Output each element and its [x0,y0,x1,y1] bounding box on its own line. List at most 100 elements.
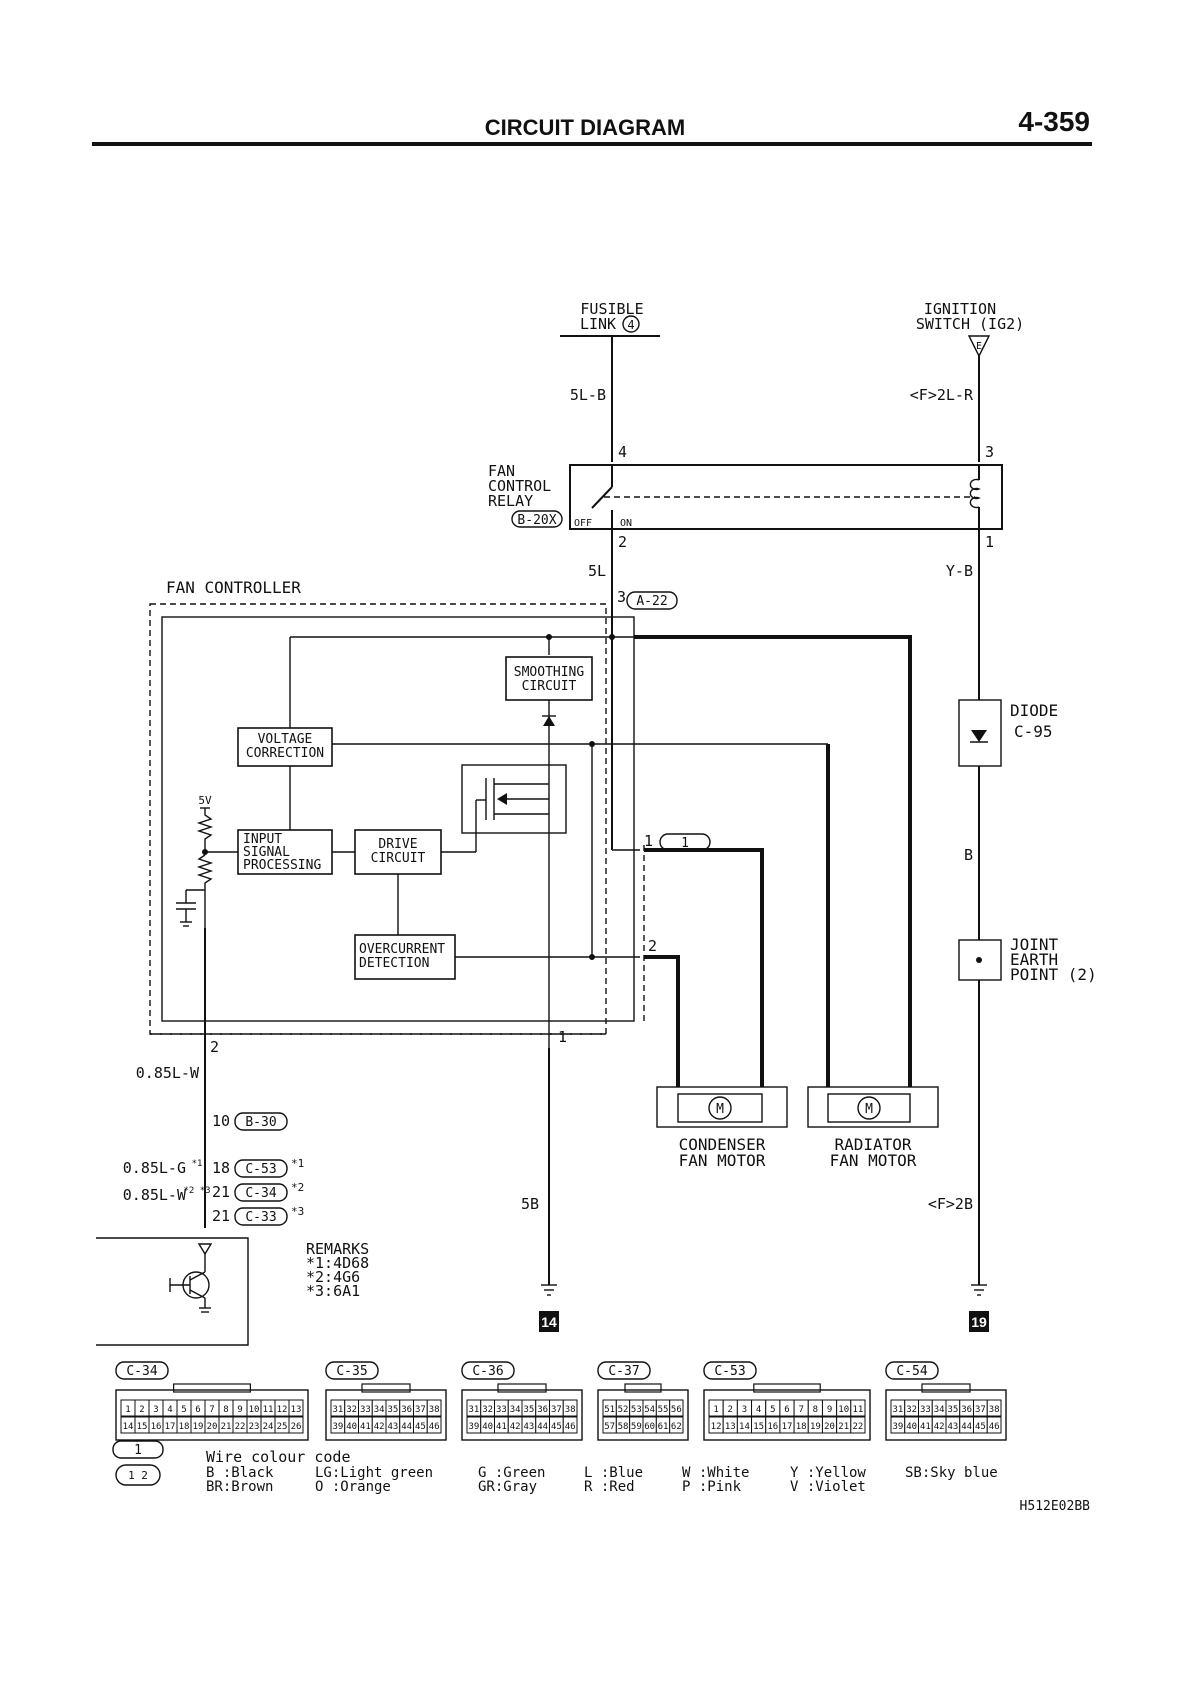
input-label-3: PROCESSING [243,858,321,873]
fusible-link-label-1: FUSIBLE [580,300,643,318]
ignition-terminal-icon [967,335,991,358]
connector-pin-number: 38 [429,1405,440,1415]
wire-colour-title: Wire colour code [206,1448,351,1466]
connector-view-latch [624,1383,662,1393]
joint-label-2: EARTH [1010,950,1058,969]
connector-pin-number: 6 [195,1405,200,1415]
connector-pin-cell [562,1399,578,1417]
remarks-title: REMARKS [306,1240,369,1258]
connector-pin-number: 42 [510,1422,521,1432]
connector-pin-number: 13 [725,1422,736,1432]
controller-connector: A-22 [636,594,667,609]
connector-pin-number: 37 [975,1405,986,1415]
connector-pin-number: 46 [565,1422,576,1432]
connector-pin-number: 22 [852,1422,863,1432]
connector-pin-number: 20 [207,1422,218,1432]
connector-pin-number: 12 [277,1405,288,1415]
connector-c33-badge [234,1207,288,1226]
wire-label-085l-w: 0.85L-W [136,1064,200,1082]
connector-pin-number: 36 [961,1405,972,1415]
connector-pin-number: 1 [125,1405,130,1415]
connector-pin-number: 4 [756,1405,761,1415]
connector-pin-number: 60 [644,1422,655,1432]
radiator-label-1: RADIATOR [834,1135,911,1154]
label-5v: 5V [198,794,212,807]
controller-pin-2: 2 [648,937,657,955]
wire-condenser-negative [644,955,680,1087]
connector-pin-number: 44 [401,1422,412,1432]
connector-pin-cell [850,1416,866,1434]
star-mark-1: *1 [192,1159,203,1169]
connector-pin-number: 38 [989,1405,1000,1415]
wire-label-5b: 5B [521,1195,539,1213]
connector-c34-pin: 21 [212,1183,230,1201]
wire-label-y-b: Y-B [946,562,973,580]
overcurrent-label-1: OVERCURRENT [359,942,445,957]
connector-pin-number: 42 [374,1422,385,1432]
radiator-motor-symbol: M [865,1102,873,1117]
relay-coil-icon [969,478,981,509]
connector-pin-number: 56 [671,1405,682,1415]
overcurrent-label-2: DETECTION [359,956,429,971]
connector-view-badge [597,1361,651,1380]
connector-pin-number: 33 [496,1405,507,1415]
relay-label-1: FAN [488,462,515,480]
relay-connector: B-20X [517,513,556,528]
connector-view-label: C-53 [714,1364,745,1379]
smoothing-circuit-box [505,656,593,701]
connector-pin-number: 1 [713,1405,718,1415]
drive-circuit-box [354,829,442,875]
input-label-1: INPUT [243,832,282,847]
wire-colour-entry: R :Red [584,1479,635,1495]
connector-pin-number: 18 [179,1422,190,1432]
diode-icon-internal [543,716,555,726]
connector-pin-number: 13 [291,1405,302,1415]
connector-pin-number: 34 [934,1405,945,1415]
connector-b30-pin: 10 [212,1112,230,1130]
voltage-correction-box [237,727,333,767]
relay-switch-contact [591,486,613,509]
connector-pin-number: 12 [711,1422,722,1432]
connector-pin-number: 31 [892,1405,903,1415]
relay-off-label: OFF [574,518,592,529]
connector-pin-number: 43 [947,1422,958,1432]
wire-colour-entry: GR:Gray [478,1479,537,1495]
connector-pin-number: 45 [415,1422,426,1432]
connector-pin-number: 44 [537,1422,548,1432]
connector-pin-number: 33 [920,1405,931,1415]
controller-board [161,616,635,1022]
radiator-motor-icon [857,1096,881,1120]
wire-label-f-2b: <F>2B [928,1195,973,1213]
connector-pin-number: 26 [291,1422,302,1432]
controller-outline [149,603,607,1035]
connector-c53-mark: *1 [291,1157,304,1170]
connector-view-housing [461,1389,583,1441]
connector-pin-number: 17 [165,1422,176,1432]
connector-view-badge [325,1361,379,1380]
connector-pin-number: 3 [153,1405,158,1415]
relay-label-3: RELAY [488,492,533,510]
legend-connector-pins: 1 2 [128,1469,148,1482]
mosfet-arrow-icon [497,793,507,805]
connector-pin-number: 35 [523,1405,534,1415]
connector-pin-number: 17 [782,1422,793,1432]
controller-connector-1: 1 [681,836,689,851]
remarks-2: *2:4G6 [306,1268,360,1286]
radiator-label-2: FAN MOTOR [830,1151,917,1170]
wire-colour-entry: B :Black [206,1465,274,1481]
connector-pin-number: 32 [906,1405,917,1415]
connector-pin-number: 51 [604,1405,615,1415]
ignition-switch-label-2: SWITCH (IG2) [916,315,1024,333]
joint-label-3: POINT (2) [1010,965,1097,984]
relay-pin-4: 4 [618,443,627,461]
ground-14: 14 [541,1314,557,1330]
connector-pin-number: 40 [346,1422,357,1432]
smoothing-label-2: CIRCUIT [522,679,577,694]
engine-ecu-box [96,1237,249,1346]
wire-label-f-2l-r: <F>2L-R [910,386,974,404]
